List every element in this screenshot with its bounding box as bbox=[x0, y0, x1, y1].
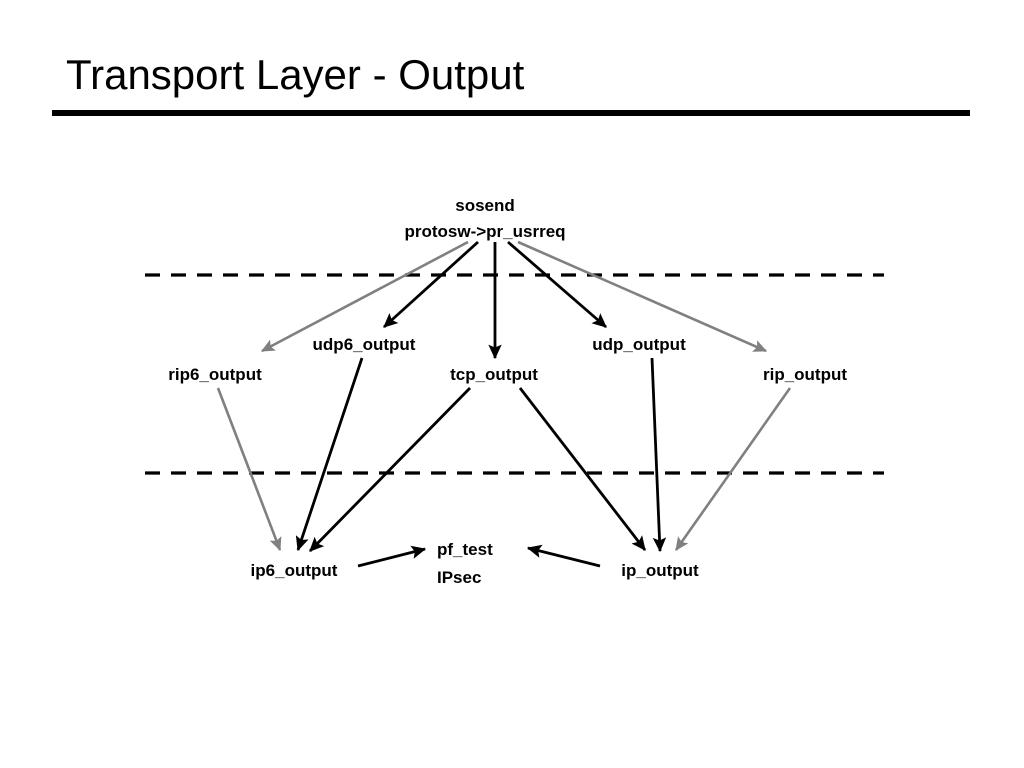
node-sosend-label-line1: sosend bbox=[455, 196, 515, 215]
edge-tcp-output-to-ip6-output bbox=[309, 387, 471, 552]
node-rip-output[interactable]: rip_output bbox=[763, 366, 847, 383]
node-tcp-output-label: tcp_output bbox=[450, 365, 538, 384]
edge-rip6-output-to-ip6-output bbox=[216, 387, 282, 552]
edge-udp6-output-to-ip6-output bbox=[295, 357, 364, 552]
node-ip-output[interactable]: ip_output bbox=[621, 562, 698, 579]
edge-ip-output-to-pf-test bbox=[526, 544, 601, 568]
node-ipsec-label: IPsec bbox=[437, 568, 482, 588]
edge-sosend-to-udp-output bbox=[507, 240, 607, 329]
node-udp6-output[interactable]: udp6_output bbox=[313, 336, 416, 353]
edge-sosend-to-rip6-output bbox=[261, 240, 469, 353]
node-tcp-output[interactable]: tcp_output bbox=[450, 366, 538, 383]
page-title: Transport Layer - Output bbox=[66, 51, 525, 98]
node-ip6-output[interactable]: ip6_output bbox=[251, 562, 338, 579]
node-ip-output-label: ip_output bbox=[621, 561, 699, 580]
node-udp-output-label: udp_output bbox=[592, 335, 686, 354]
node-pf-test-ipsec[interactable]: pf_test IPsec bbox=[437, 536, 493, 592]
node-rip6-output[interactable]: rip6_output bbox=[168, 366, 262, 383]
edge-tcp-output-to-ip-output bbox=[518, 387, 647, 551]
node-sosend[interactable]: sosend protosw->pr_usrreq bbox=[404, 193, 565, 246]
edge-rip-output-to-ip-output bbox=[674, 387, 792, 551]
node-udp6-output-label: udp6_output bbox=[312, 335, 416, 354]
node-sosend-label-line2: protosw->pr_usrreq bbox=[404, 222, 566, 242]
edge-sosend-to-rip-output bbox=[517, 240, 767, 353]
node-pf-test-label: pf_test bbox=[437, 540, 493, 559]
edge-sosend-to-udp6-output bbox=[383, 240, 479, 329]
node-rip6-output-label: rip6_output bbox=[168, 365, 262, 384]
title-underline-rule bbox=[52, 110, 970, 116]
edge-udp-output-to-ip-output bbox=[650, 357, 667, 553]
edge-ip6-output-to-pf-test bbox=[357, 545, 427, 568]
node-ip6-output-label: ip6_output bbox=[250, 561, 338, 580]
node-udp-output[interactable]: udp_output bbox=[592, 336, 685, 353]
node-rip-output-label: rip_output bbox=[762, 365, 848, 384]
